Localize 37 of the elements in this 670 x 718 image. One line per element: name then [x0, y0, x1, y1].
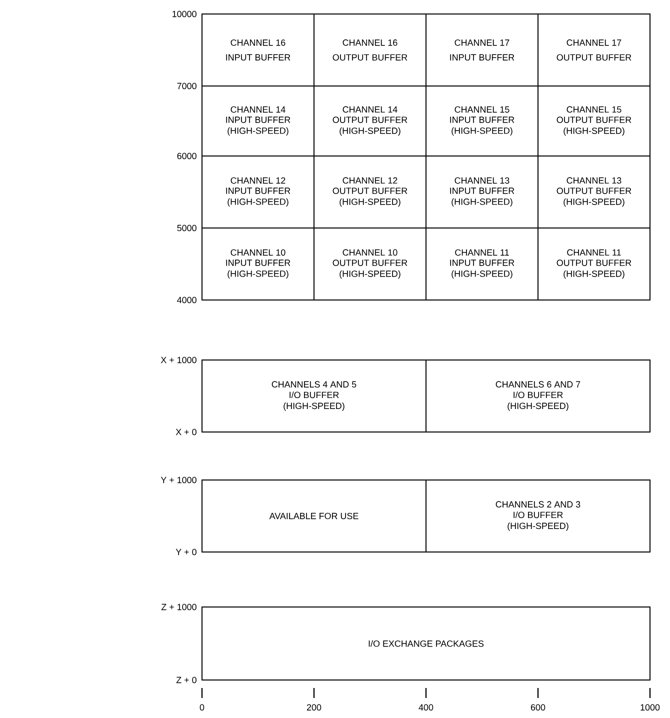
memory-block: CHANNEL 11 OUTPUT BUFFER (HIGH-SPEED) [538, 228, 650, 300]
axis-label: Y + 0 [176, 548, 196, 556]
memory-block: CHANNELS 2 AND 3 I/O BUFFER (HIGH-SPEED) [426, 480, 650, 552]
memory-block: CHANNEL 15 INPUT BUFFER (HIGH-SPEED) [426, 86, 538, 156]
memory-block: CHANNEL 17 OUTPUT BUFFER [538, 14, 650, 86]
memory-block: CHANNEL 14 OUTPUT BUFFER (HIGH-SPEED) [314, 86, 426, 156]
tick-label: 0 [200, 704, 204, 711]
tick-label: 1000 [640, 704, 660, 711]
axis-label: X + 0 [176, 428, 196, 436]
memory-block: CHANNEL 10 INPUT BUFFER (HIGH-SPEED) [202, 228, 314, 300]
axis-label: Z + 1000 [161, 604, 196, 610]
memory-block: CHANNEL 14 INPUT BUFFER (HIGH-SPEED) [202, 86, 314, 156]
axis-label: 4000 [177, 296, 196, 304]
memory-block: CHANNEL 11 INPUT BUFFER (HIGH-SPEED) [426, 228, 538, 300]
memory-block: CHANNEL 12 OUTPUT BUFFER (HIGH-SPEED) [314, 156, 426, 228]
axis-label: Z + 0 [176, 676, 196, 684]
axis-label: 10000 [172, 10, 196, 18]
axis-label: 7000 [177, 82, 196, 90]
axis-label: 6000 [177, 152, 196, 160]
axis-label: X + 1000 [160, 356, 196, 364]
memory-band: I/O EXCHANGE PACKAGES [202, 606, 650, 680]
memory-block: CHANNELS 6 AND 7 I/O BUFFER (HIGH-SPEED) [426, 360, 650, 432]
memory-block: CHANNEL 12 INPUT BUFFER (HIGH-SPEED) [202, 156, 314, 228]
memory-block: CHANNEL 15 OUTPUT BUFFER (HIGH-SPEED) [538, 86, 650, 156]
memory-block: CHANNEL 10 OUTPUT BUFFER (HIGH-SPEED) [314, 228, 426, 300]
tick-label: 600 [530, 704, 546, 711]
memory-block: CHANNEL 13 OUTPUT BUFFER (HIGH-SPEED) [538, 156, 650, 228]
memory-block: CHANNELS 4 AND 5 I/O BUFFER (HIGH-SPEED) [202, 360, 426, 432]
memory-block: AVAILABLE FOR USE [202, 480, 426, 552]
memory-block: CHANNEL 13 INPUT BUFFER (HIGH-SPEED) [426, 156, 538, 228]
axis-label: 5000 [177, 224, 196, 232]
memory-block: CHANNEL 16 INPUT BUFFER [202, 14, 314, 86]
tick-label: 200 [306, 704, 322, 711]
axis-label: Y + 1000 [160, 476, 196, 484]
memory-block: CHANNEL 17 INPUT BUFFER [426, 14, 538, 86]
tick-label: 400 [418, 704, 434, 711]
memory-block: CHANNEL 16 OUTPUT BUFFER [314, 14, 426, 86]
